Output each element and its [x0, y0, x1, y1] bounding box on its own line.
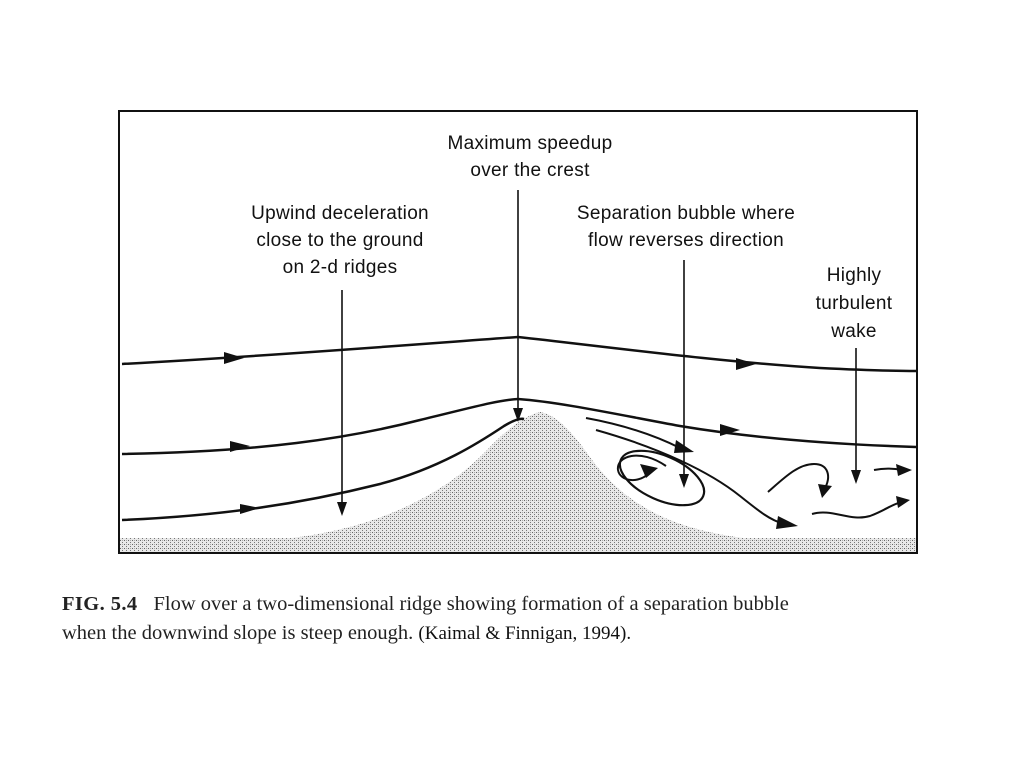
label-turbulent-wake: Highly turbulent wake [794, 262, 914, 346]
caption-line-2: when the downwind slope is steep enough.… [62, 619, 1002, 648]
label-line: wake [831, 321, 877, 342]
streamline-bottom [121, 417, 525, 522]
figure-caption: FIG. 5.4 Flow over a two-dimensional ridg… [62, 590, 1002, 648]
wake-arrow-2 [896, 496, 910, 508]
label-line: Upwind deceleration [251, 203, 429, 224]
caption-text-1: Flow over a two-dimensional ridge showin… [153, 593, 789, 615]
label-line: on 2-d ridges [282, 257, 398, 278]
label-line: over the crest [470, 160, 590, 181]
flow-arrow-middle-left [230, 441, 250, 452]
separation-streamline-upper [585, 417, 681, 449]
pointer-max-speedup-head [513, 408, 523, 422]
figure-panel: Maximum speedup over the crest Upwind de… [118, 110, 918, 554]
separation-streamline-lower [595, 429, 785, 525]
label-separation-bubble: Separation bubble where flow reverses di… [536, 200, 836, 254]
separation-arrow-lower [776, 516, 798, 529]
label-line: Highly [826, 265, 882, 286]
wake-eddy-2 [811, 501, 903, 519]
citation: (Kaimal & Finnigan, 1994). [418, 623, 632, 644]
flow-diagram [120, 190, 916, 552]
pointer-upwind-head [337, 502, 347, 516]
wake-eddy-1 [767, 462, 830, 493]
label-line: Maximum speedup [447, 133, 613, 154]
separation-eddy [616, 454, 667, 481]
flow-arrow-top-left [224, 352, 244, 364]
pointer-wake-head [851, 470, 861, 484]
flow-arrow-bottom-left [240, 504, 260, 514]
caption-line-1: FIG. 5.4 Flow over a two-dimensional ridg… [62, 590, 1002, 619]
label-line: flow reverses direction [588, 230, 784, 251]
wake-arrow-1 [818, 484, 832, 498]
figure-number: FIG. 5.4 [62, 593, 138, 615]
wake-arrow-3 [896, 464, 912, 476]
ground-strip [120, 538, 916, 552]
label-upwind-deceleration: Upwind deceleration close to the ground … [214, 200, 466, 281]
flow-arrow-middle-right [720, 424, 740, 436]
pointer-separation-head [679, 474, 689, 488]
eddy-arrow [640, 464, 658, 478]
label-line: turbulent [815, 293, 893, 314]
ridge-shape [270, 412, 760, 540]
label-line: Separation bubble where [576, 203, 796, 224]
label-max-speedup: Maximum speedup over the crest [410, 130, 650, 184]
caption-text-2: when the downwind slope is steep enough. [62, 622, 414, 644]
flow-arrow-top-right [736, 358, 756, 370]
streamline-top [121, 335, 916, 373]
label-line: close to the ground [256, 230, 424, 251]
